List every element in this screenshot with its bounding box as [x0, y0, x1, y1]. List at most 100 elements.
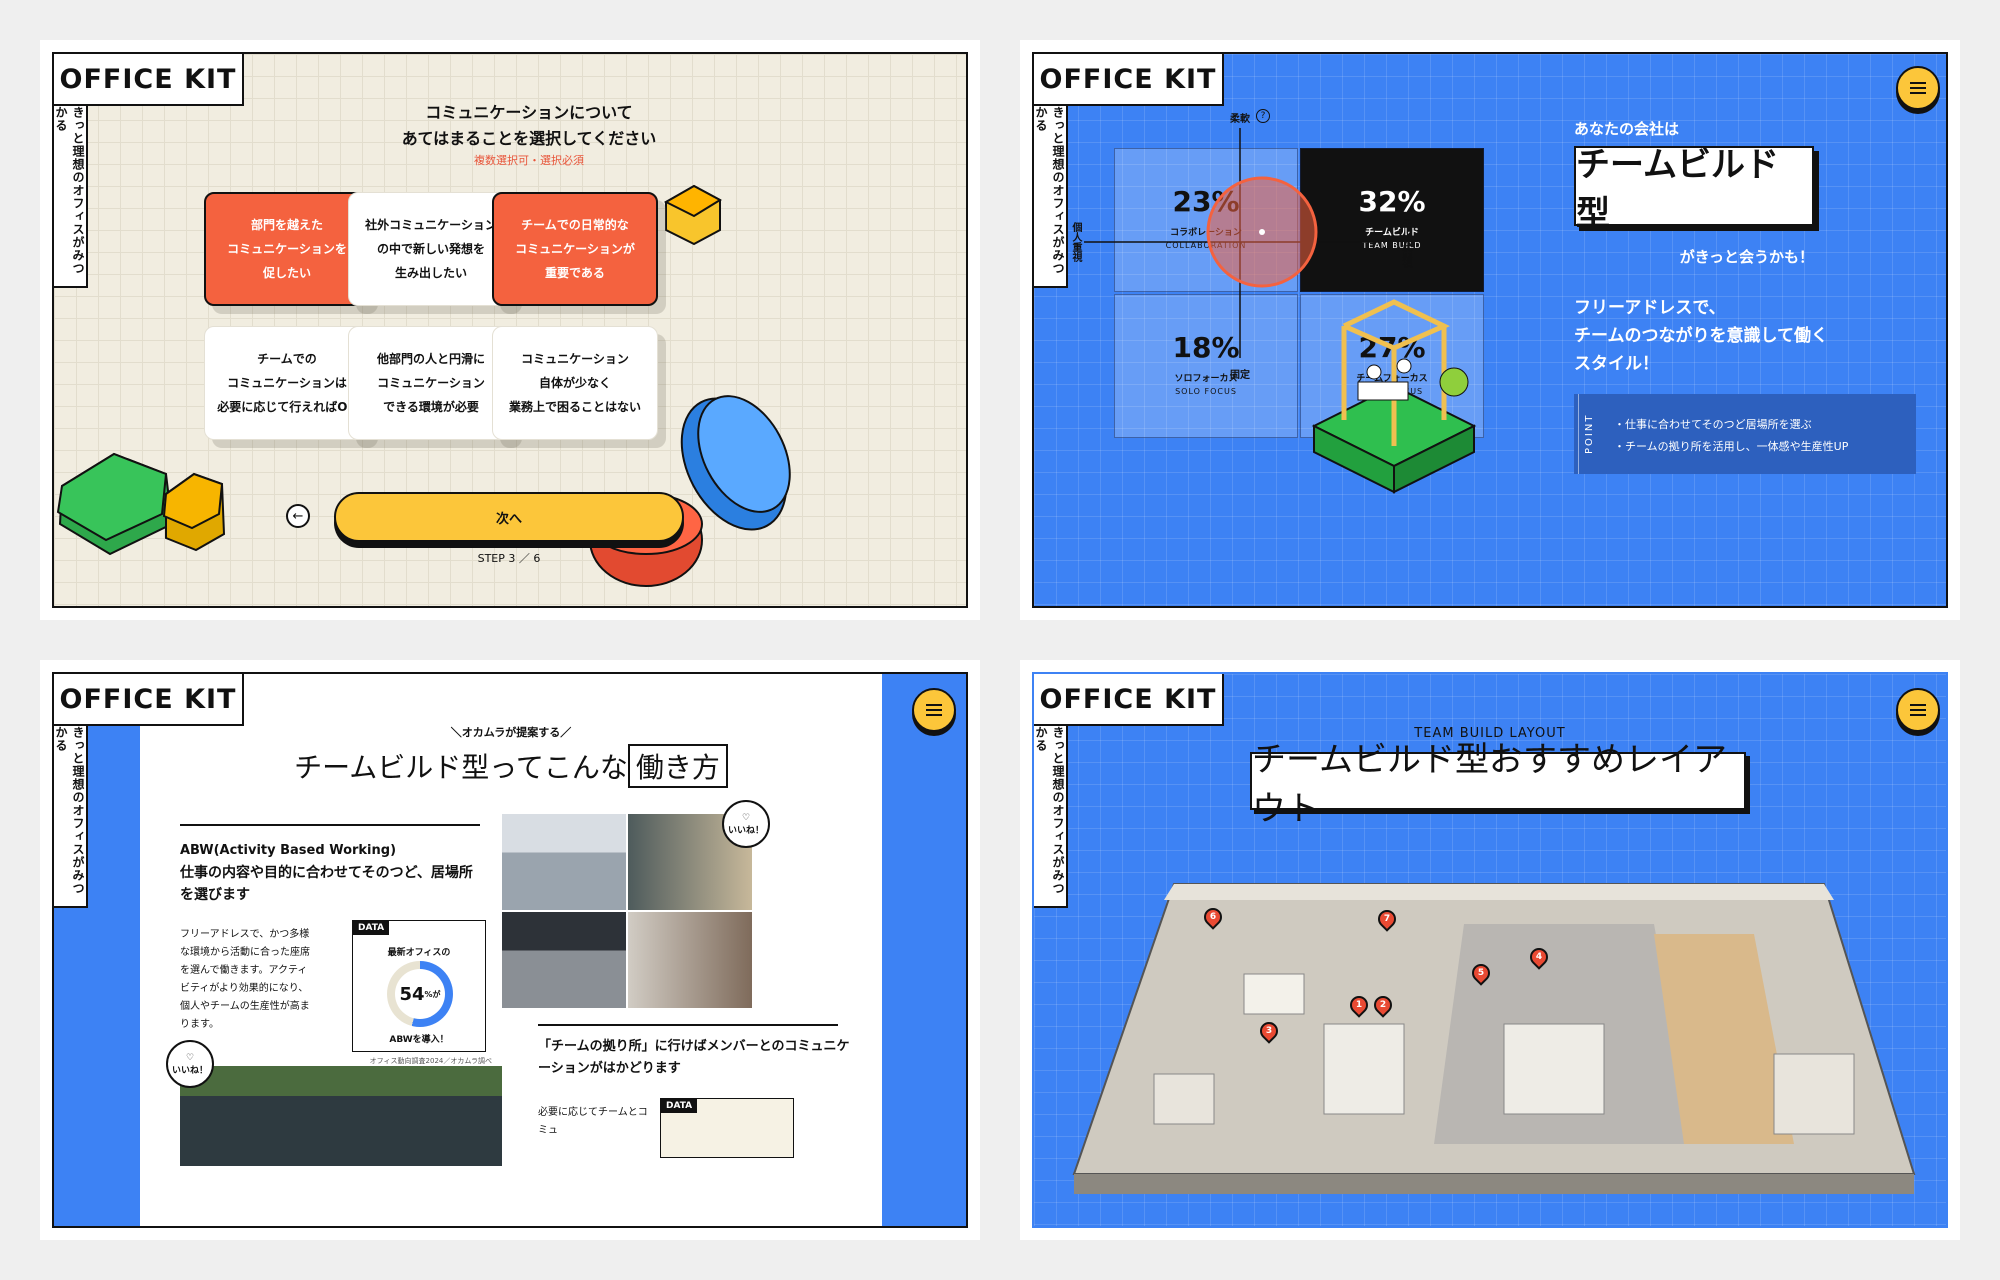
hamburger-icon-line	[1910, 714, 1926, 716]
hamburger-icon-line	[926, 704, 942, 706]
section2-title: 「チームの拠り所」に行けばメンバーとのコミュニケーションがはかどります	[538, 1039, 850, 1076]
quadrant-solo-focus: 18% ソロフォーカス SOLO FOCUS	[1114, 294, 1298, 438]
option-card-4[interactable]: チームでの コミュニケーションは 必要に応じて行えればOK	[204, 326, 370, 440]
quadrant-jp-label: コラボレーション	[1170, 228, 1242, 238]
hamburger-icon-line	[1910, 704, 1926, 706]
option-card-6[interactable]: コミュニケーション 自体が少なく 業務上で困ることはない	[492, 326, 658, 440]
pin-number: 1	[1355, 1000, 1363, 1010]
back-button[interactable]: ←	[286, 504, 310, 528]
donut-unit: %が	[424, 989, 441, 999]
section-divider	[538, 1024, 838, 1026]
hamburger-icon-line	[1910, 87, 1926, 89]
hamburger-icon-line	[1910, 92, 1926, 94]
point-item: ・仕事に合わせてそのつど居場所を選ぶ	[1614, 418, 1812, 431]
blue-pill-shape	[680, 395, 791, 531]
next-button[interactable]: 次へ	[334, 492, 684, 542]
axis-label-top: 柔軟	[1230, 114, 1250, 125]
data-tag: DATA	[661, 1099, 698, 1113]
quiz-frame: OFFICE KIT きっと理想のオフィスがみつかる	[52, 52, 968, 608]
article-title-text: チームビルド型ってこんな	[294, 751, 628, 784]
like-button[interactable]: ♡ いいね！	[722, 800, 770, 848]
quadrant-jp-label: ソロフォーカス	[1174, 374, 1238, 384]
office-photo-5	[180, 1066, 502, 1166]
option-card-2[interactable]: 社外コミュニケーション の中で新しい発想を 生み出したい	[348, 192, 514, 306]
option-card-3[interactable]: チームでの日常的な コミュニケーションが 重要である	[492, 192, 658, 306]
article-title: チームビルド型ってこんな働き方	[140, 744, 882, 788]
article-panel: OFFICE KIT きっと理想のオフィスがみつかる ＼オカムラが提案する／ チ…	[40, 660, 980, 1240]
donut-number: 54	[399, 983, 425, 1005]
data-source: オフィス動向調査2024／オカムラ調べ	[369, 1057, 492, 1065]
axis-label-bottom: 固定	[1230, 370, 1250, 381]
abw-title: ABW(Activity Based Working)	[180, 843, 397, 858]
quadrant-pct: 18%	[1172, 331, 1240, 364]
tagline: きっと理想のオフィスがみつかる	[1034, 726, 1068, 908]
hamburger-icon-line	[1910, 709, 1926, 711]
pin-number: 4	[1535, 952, 1543, 962]
option-card-1[interactable]: 部門を越えた コミュニケーションを 促したい	[204, 192, 370, 306]
team-booth-illustration	[1311, 299, 1477, 494]
result-frame: OFFICE KIT きっと理想のオフィスがみつかる 23% コラボレーション …	[1032, 52, 1948, 608]
office-photo-4	[628, 912, 752, 1008]
like-label: いいね！	[727, 825, 764, 836]
result-suffix: がきっと会うかも！	[1679, 248, 1814, 266]
question-note: 複数選択可・選択必須	[474, 154, 584, 167]
menu-button[interactable]	[912, 688, 956, 732]
section2-body: 必要に応じてチームとコミュ	[538, 1107, 648, 1136]
axis-label-right: チーム重視	[1400, 218, 1411, 268]
data-card: DATA 最新オフィスの 54%が ABWを導入！	[352, 920, 486, 1052]
point-box: POINT ・仕事に合わせてそのつど居場所を選ぶ ・チームの拠り所を活用し、一体…	[1574, 394, 1916, 474]
quadrant-team-build: 32% チームビルド TEAM BUILD	[1300, 148, 1484, 292]
menu-button[interactable]	[1896, 688, 1940, 732]
question-title-line2: あてはまることを選択してください	[401, 129, 657, 148]
office-photo-1	[502, 814, 626, 910]
donut-value: 54%が	[395, 969, 445, 1019]
result-panel: OFFICE KIT きっと理想のオフィスがみつかる 23% コラボレーション …	[1020, 40, 1960, 620]
article-content: ＼オカムラが提案する／ チームビルド型ってこんな働き方 ABW(Activity…	[140, 674, 882, 1226]
article-pre-title: ＼オカムラが提案する／	[450, 726, 572, 739]
result-type: チームビルド型	[1574, 145, 1814, 234]
quiz-panel: OFFICE KIT きっと理想のオフィスがみつかる	[40, 40, 980, 620]
quadrant-jp-label: チームビルド	[1365, 228, 1419, 238]
like-button[interactable]: ♡ いいね！	[166, 1040, 214, 1088]
help-icon[interactable]: ?	[1256, 109, 1270, 123]
quadrant-en-label: TEAM BUILD	[1362, 241, 1422, 250]
article-title-boxed: 働き方	[627, 744, 728, 788]
floor-plan[interactable]	[1034, 674, 1948, 1228]
logo[interactable]: OFFICE KIT	[54, 54, 244, 106]
logo[interactable]: OFFICE KIT	[1034, 674, 1224, 726]
hamburger-icon-line	[926, 709, 942, 711]
pin-number: 3	[1265, 1026, 1273, 1036]
tagline: きっと理想のオフィスがみつかる	[1034, 106, 1068, 288]
data-footer: ABWを導入！	[389, 1035, 449, 1045]
hamburger-icon-line	[926, 714, 942, 716]
layout-en-title: TEAM BUILD LAYOUT	[1414, 726, 1566, 741]
yellow-cube-shape	[663, 184, 723, 246]
heart-icon: ♡	[741, 812, 751, 823]
green-pentagon-shape	[56, 452, 174, 556]
result-prefix: あなたの会社は	[1574, 120, 1680, 138]
data-tag: DATA	[353, 921, 390, 935]
option-card-5[interactable]: 他部門の人と円滑に コミュニケーション できる環境が必要	[348, 326, 514, 440]
axis-label-left: 個人重視	[1070, 222, 1081, 262]
donut-chart: 54%が	[387, 961, 453, 1027]
hamburger-icon-line	[1910, 82, 1926, 84]
menu-button[interactable]	[1896, 66, 1940, 110]
data-caption: 最新オフィスの	[387, 948, 451, 958]
tagline: きっと理想のオフィスがみつかる	[54, 726, 88, 908]
section-divider	[180, 824, 480, 826]
decorative-shapes	[56, 184, 791, 587]
heart-icon: ♡	[185, 1052, 195, 1063]
logo[interactable]: OFFICE KIT	[1034, 54, 1224, 106]
like-label: いいね！	[171, 1065, 208, 1076]
quadrant-en-label: COLLABORATION	[1165, 241, 1247, 250]
logo[interactable]: OFFICE KIT	[54, 674, 244, 726]
point-label: POINT	[1578, 394, 1600, 474]
question-title: コミュニケーションについて あてはまることを選択してください	[284, 100, 774, 152]
pin-number: 2	[1379, 1000, 1387, 1010]
question-title-line1: コミュニケーションについて	[425, 103, 633, 122]
abw-subtitle: 仕事の内容や目的に合わせてそのつど、居場所を選びます	[180, 865, 473, 903]
step-indicator: STEP 3 ／ 6	[477, 552, 541, 565]
data-card-2: DATA	[660, 1098, 794, 1158]
arrow-left-icon: ←	[292, 508, 304, 524]
quadrant-axes	[1084, 128, 1380, 358]
